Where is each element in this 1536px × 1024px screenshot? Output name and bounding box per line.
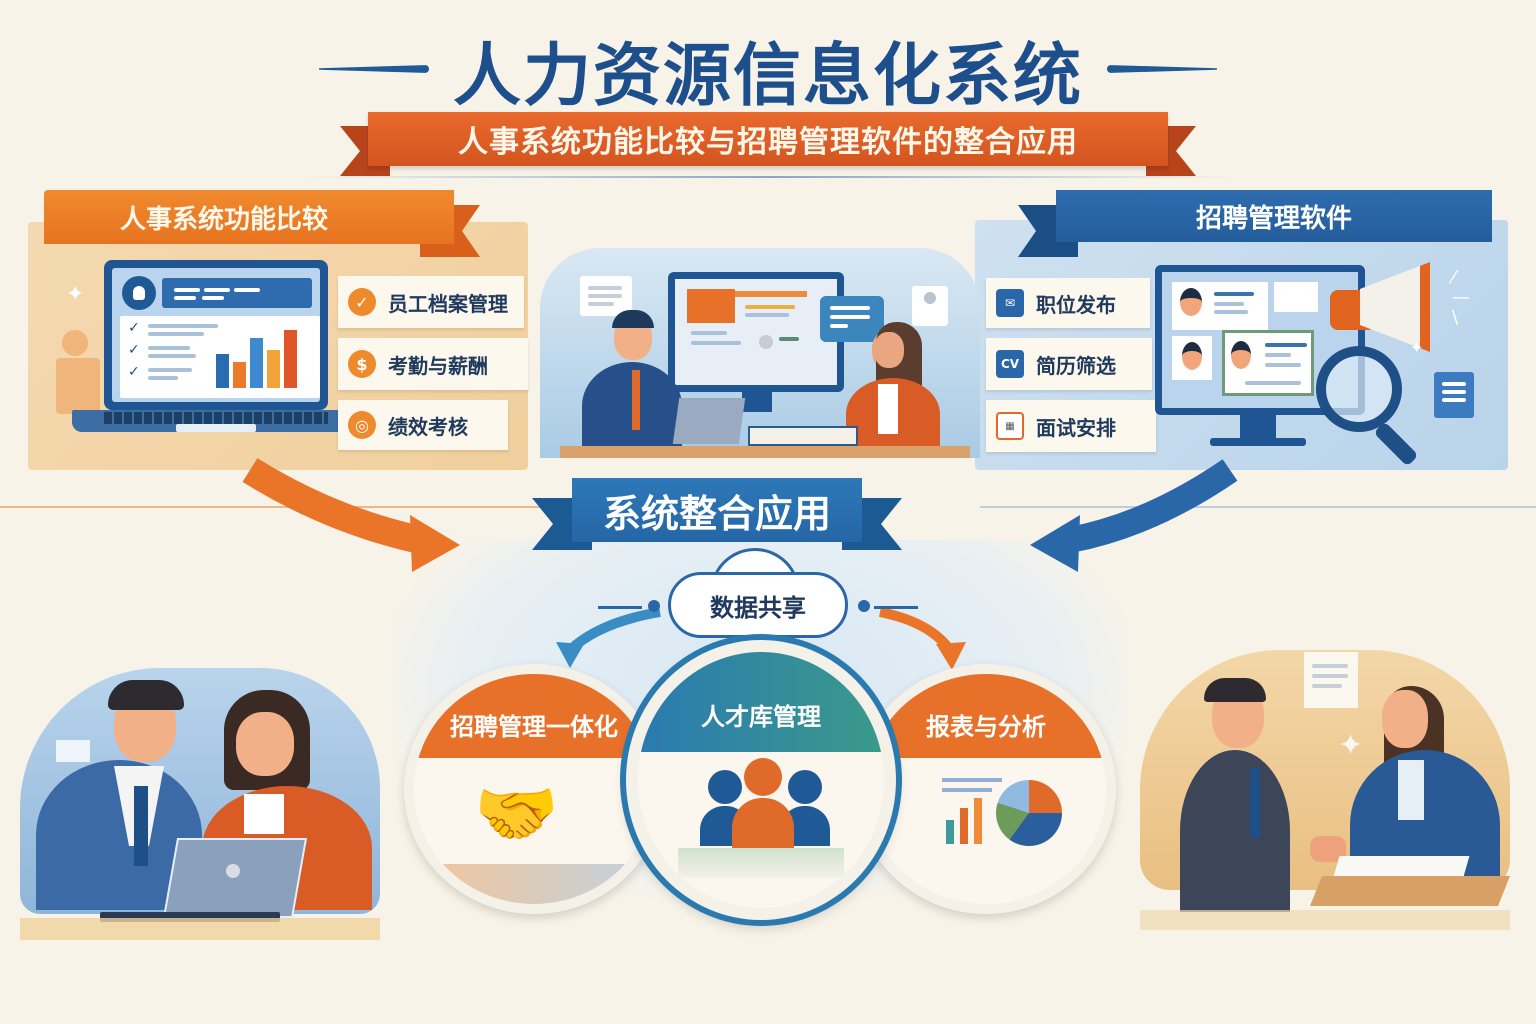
feature-label: 简历筛选 xyxy=(1036,353,1116,378)
dashboard-card: ✓ ✓ ✓ xyxy=(120,316,320,398)
handshake-icon: 🤝 xyxy=(474,775,559,854)
sound-lines-icon: ⁄—\ xyxy=(1452,267,1470,328)
feature-interview-scheduling[interactable]: ▦ 面试安排 xyxy=(986,400,1156,452)
module-title: 报表与分析 xyxy=(866,674,1106,758)
profile-photo xyxy=(687,289,735,323)
desk xyxy=(20,918,380,940)
check-icon: ✓ xyxy=(128,320,140,336)
feature-employee-records[interactable]: ✓ 员工档案管理 xyxy=(338,276,524,328)
person-silhouette-icon xyxy=(62,330,88,356)
integration-title: 系统整合应用 xyxy=(572,478,862,542)
laptop xyxy=(162,838,308,918)
laptop-logo-icon xyxy=(226,864,240,878)
title-decoration-right xyxy=(1107,65,1217,73)
candidate-card xyxy=(1172,336,1212,380)
divider xyxy=(300,176,1240,178)
chart-bar xyxy=(216,354,229,388)
chat-bubble-icon xyxy=(820,296,884,342)
target-icon: ◎ xyxy=(348,411,376,439)
feature-label: 面试安排 xyxy=(1036,415,1116,440)
module-recruit-integration[interactable]: 招聘管理一体化 🤝 xyxy=(404,664,664,914)
sparkle-icon: ✦ xyxy=(1338,728,1364,763)
user-card-icon xyxy=(912,286,948,326)
page-title: 人力资源信息化系统 xyxy=(452,36,1083,116)
man-figure xyxy=(1180,750,1290,912)
feature-attendance-payroll[interactable]: $ 考勤与薪酬 xyxy=(338,338,528,390)
connector-dot xyxy=(648,600,660,612)
user-avatar-icon xyxy=(122,276,156,310)
monitor xyxy=(668,272,844,392)
feature-label: 员工档案管理 xyxy=(388,291,508,316)
feature-label: 考勤与薪酬 xyxy=(388,353,488,378)
chat-bubble-icon xyxy=(580,276,632,316)
laptop xyxy=(672,398,746,444)
candidate-avatar-icon xyxy=(1180,288,1202,316)
dollar-icon: $ xyxy=(348,350,376,378)
cloud-icon-label: 数据共享 xyxy=(710,593,806,622)
module-talent-pool[interactable]: 人才库管理 xyxy=(626,640,896,920)
profile-header-bar xyxy=(162,278,312,308)
data-sharing-hub[interactable]: 数据共享 xyxy=(668,572,848,638)
envelope-icon: ✉ xyxy=(996,289,1024,317)
check-icon: ✓ xyxy=(128,364,140,380)
folder-icon: ✓ xyxy=(348,288,376,316)
document xyxy=(748,426,858,446)
feature-job-posting[interactable]: ✉ 职位发布 xyxy=(986,278,1150,328)
check-icon: ✓ xyxy=(128,342,140,358)
title-decoration-left xyxy=(318,65,429,73)
magnifier-icon xyxy=(1316,346,1402,432)
candidate-card xyxy=(1222,330,1314,396)
document-icon xyxy=(1434,372,1474,418)
candidate-card xyxy=(1172,282,1268,330)
cv-icon: CV xyxy=(996,350,1024,378)
module-title: 人才库管理 xyxy=(638,652,884,752)
feature-resume-screening[interactable]: CV 简历筛选 xyxy=(986,338,1152,390)
module-title: 招聘管理一体化 xyxy=(414,674,654,758)
title-row: 人力资源信息化系统 xyxy=(0,24,1536,116)
recruit-section-title: 招聘管理软件 xyxy=(1056,190,1492,242)
desk xyxy=(560,446,970,458)
chat-bubble-icon xyxy=(1304,652,1358,708)
feature-label: 绩效考核 xyxy=(388,414,468,439)
team-icon xyxy=(708,770,742,804)
sparkle-icon: ✦ xyxy=(66,282,85,307)
laptop-screen: ✓ ✓ ✓ xyxy=(104,260,328,410)
sparkle-icon: ✦ xyxy=(1410,338,1424,357)
desk xyxy=(1310,876,1510,906)
hr-section-title: 人事系统功能比较 xyxy=(44,190,454,244)
woman-head xyxy=(1382,690,1428,748)
feature-performance[interactable]: ◎ 绩效考核 xyxy=(338,400,508,450)
pie-chart-icon xyxy=(996,780,1062,846)
integration-ribbon: 系统整合应用 xyxy=(532,470,902,550)
feature-label: 职位发布 xyxy=(1036,292,1116,317)
subtitle-ribbon: 人事系统功能比较与招聘管理软件的整合应用 xyxy=(340,112,1196,176)
laptop-keyboard xyxy=(104,412,328,424)
report-chart-icon xyxy=(946,820,954,844)
connector-dot xyxy=(858,600,870,612)
calendar-icon: ▦ xyxy=(996,412,1024,440)
subtitle: 人事系统功能比较与招聘管理软件的整合应用 xyxy=(368,112,1168,166)
